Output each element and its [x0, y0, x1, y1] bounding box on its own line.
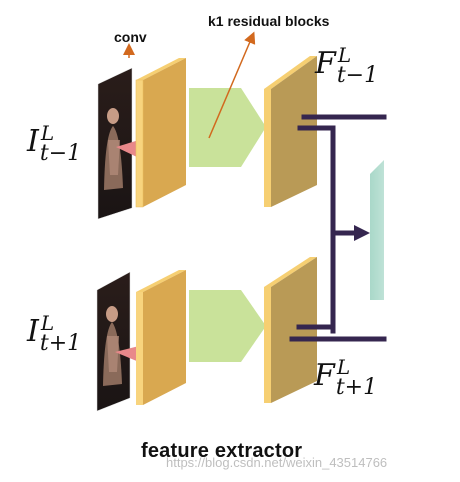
residual-blocks-prev [189, 88, 266, 167]
fusion-block [370, 160, 384, 300]
residual-blocks-label: k1 residual blocks [208, 13, 330, 29]
conv-label: conv [114, 29, 147, 45]
residual-annotation-arrow [208, 31, 256, 139]
input-pointer-prev [116, 140, 139, 158]
connector-lines [289, 114, 387, 342]
figure-caption: feature extractor [141, 440, 303, 462]
feature-map-prev [264, 56, 317, 207]
input-frame-next [96, 271, 131, 412]
feature-map-next [264, 257, 317, 403]
watermark: https://blog.csdn.net/weixin_43514766 [166, 455, 388, 470]
fusion-arrow-head [354, 225, 370, 241]
residual-blocks-next [189, 290, 266, 362]
conv-layer-prev [135, 58, 186, 208]
conv-layer-next [136, 270, 186, 405]
input-frame-prev [97, 67, 133, 220]
input-pointer-next [115, 346, 139, 362]
